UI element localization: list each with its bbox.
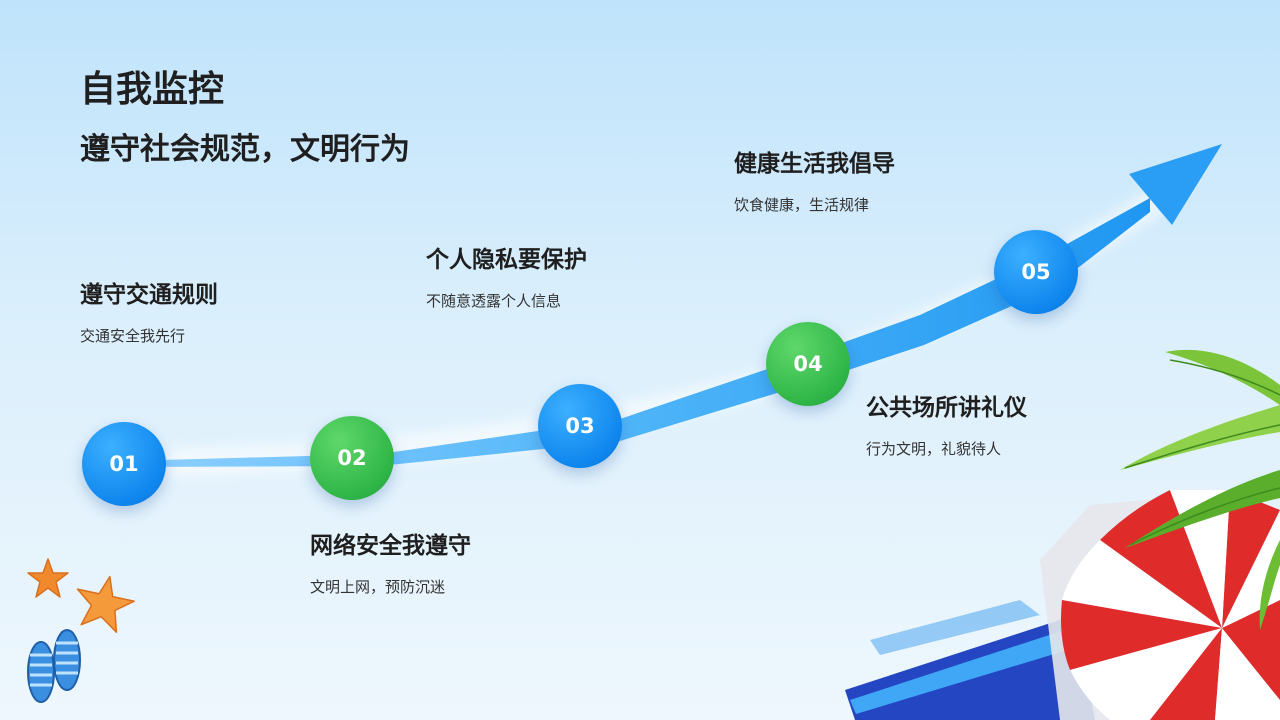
growth-arrow-head-icon (1129, 144, 1222, 225)
step-label-02: 网络安全我遵守 文明上网，预防沉迷 (310, 526, 471, 597)
step-label-04: 公共场所讲礼仪 行为文明，礼貌待人 (866, 388, 1027, 459)
step-heading: 个人隐私要保护 (426, 247, 587, 273)
step-number: 04 (793, 352, 823, 376)
step-number: 01 (109, 452, 139, 476)
page-title: 自我监控 (80, 69, 225, 110)
step-number: 03 (565, 414, 595, 438)
step-desc: 文明上网，预防沉迷 (310, 578, 446, 596)
step-heading: 健康生活我倡导 (734, 151, 895, 177)
step-heading: 公共场所讲礼仪 (866, 395, 1027, 421)
step-label-03: 个人隐私要保护 不随意透露个人信息 (426, 240, 587, 311)
step-node-04: 04 (766, 322, 850, 406)
growth-path (125, 198, 1150, 467)
beach-towel-icon (845, 600, 1095, 720)
page-subtitle: 遵守社会规范，文明行为 (80, 132, 410, 167)
step-desc: 行为文明，礼貌待人 (866, 440, 1002, 458)
step-label-01: 遵守交通规则 交通安全我先行 (80, 275, 218, 346)
step-node-03: 03 (538, 384, 622, 468)
palm-leaves-icon (1120, 349, 1280, 630)
step-node-01: 01 (82, 422, 166, 506)
step-heading: 网络安全我遵守 (310, 533, 471, 559)
step-heading: 遵守交通规则 (80, 282, 218, 308)
step-node-05: 05 (994, 230, 1078, 314)
step-label-05: 健康生活我倡导 饮食健康，生活规律 (734, 144, 895, 215)
starfish-icon (27, 558, 135, 633)
step-number: 02 (337, 446, 367, 470)
step-desc: 不随意透露个人信息 (426, 292, 562, 310)
flip-flops-icon (27, 629, 81, 703)
step-node-02: 02 (310, 416, 394, 500)
step-desc: 饮食健康，生活规律 (734, 196, 870, 214)
step-desc: 交通安全我先行 (80, 327, 186, 345)
step-number: 05 (1021, 260, 1051, 284)
beach-umbrella-icon (1040, 490, 1280, 720)
